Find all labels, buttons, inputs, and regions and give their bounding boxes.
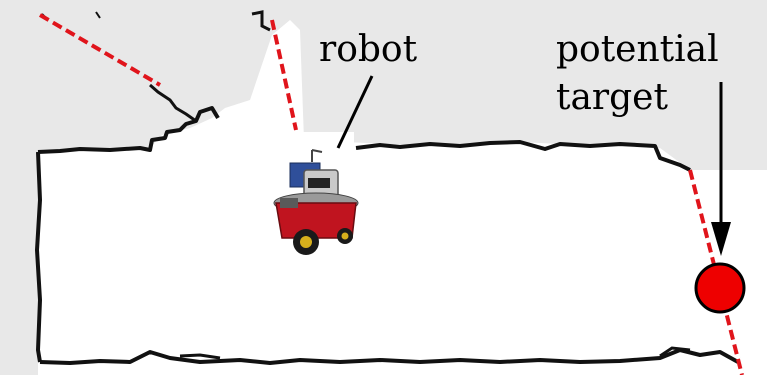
free-space (38, 20, 745, 375)
potential-target-label-line1: potential (556, 29, 719, 70)
robot-backdrop (296, 132, 354, 154)
robot-label: robot (319, 29, 418, 70)
wall-bottom-notch (179, 346, 691, 360)
robot-pointer-line (336, 75, 374, 149)
potential-target-label-line2: target (556, 77, 668, 118)
mobile-robot-icon (273, 149, 359, 255)
red-circle-target-icon (694, 262, 746, 314)
target-arrow-head (711, 222, 731, 256)
wall-top-left (37, 106, 220, 154)
wall-left (34, 151, 43, 363)
laser-ray-left (38, 13, 162, 87)
wall-bottom (39, 348, 739, 365)
map-artifact (251, 10, 271, 32)
laser-ray-middle (270, 19, 298, 131)
wall-top-left-upper (149, 83, 197, 123)
wall-top-right (355, 140, 691, 172)
